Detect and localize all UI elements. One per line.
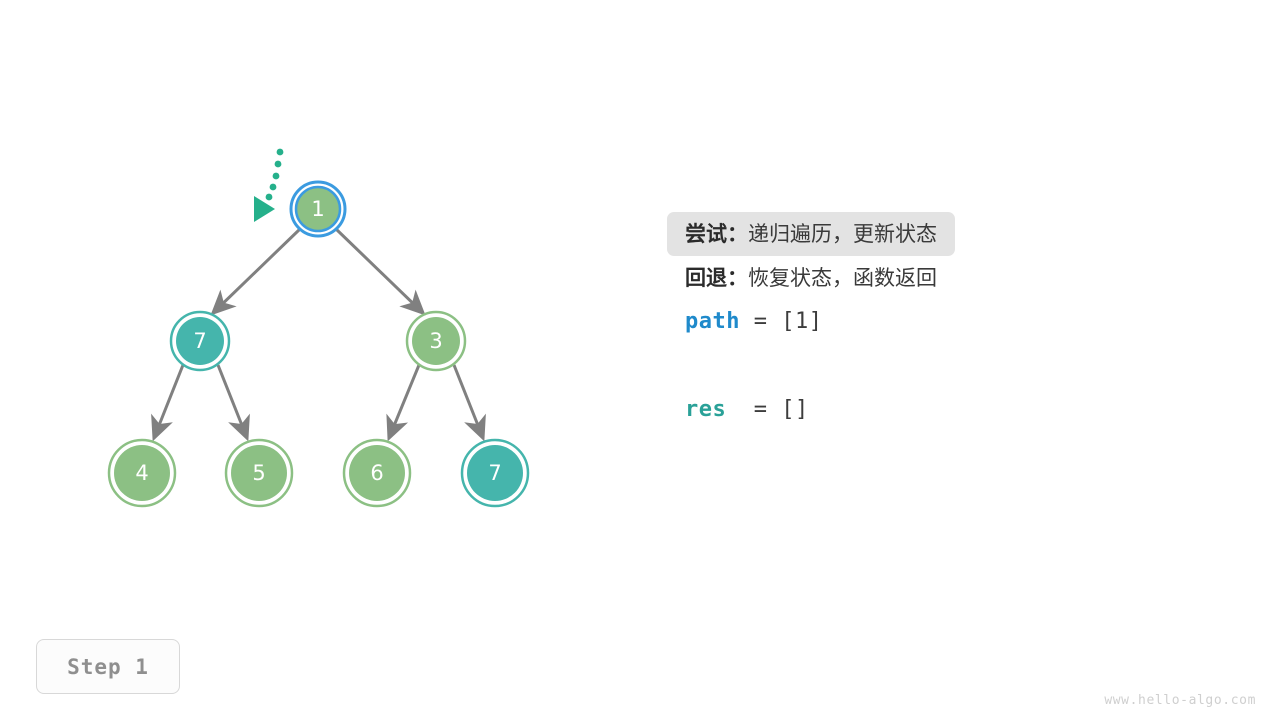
node-circle	[231, 445, 287, 501]
node-ring	[169, 310, 231, 372]
tree-edges	[151, 227, 486, 442]
edge-n3-n7	[452, 364, 486, 442]
backtrack-line: 回退：恢复状态，函数返回	[685, 256, 1245, 300]
edge-n3-n6	[386, 364, 421, 442]
path-value: = [1]	[739, 309, 823, 334]
tree-nodes: 1 7 3 4	[107, 180, 530, 508]
node-value: 4	[135, 461, 148, 485]
node-circle	[114, 445, 170, 501]
node-ring	[405, 310, 467, 372]
node-circle	[294, 185, 342, 233]
try-label: 尝试：	[685, 222, 748, 246]
backtrack-text: 恢复状态，函数返回	[748, 266, 937, 290]
path-state-line: path = [1]	[685, 300, 1245, 344]
node-ring	[107, 438, 177, 508]
node-ring	[224, 438, 294, 508]
tree-node-n5[interactable]: 5	[224, 438, 294, 508]
node-value: 1	[311, 197, 324, 221]
node-circle	[349, 445, 405, 501]
node-value: 6	[370, 461, 383, 485]
current-node-pointer-icon	[254, 148, 284, 222]
path-variable: path	[685, 309, 740, 334]
backtrack-label: 回退：	[685, 266, 748, 290]
node-ring	[460, 438, 530, 508]
watermark: www.hello-algo.com	[1104, 693, 1256, 708]
tree-node-n3[interactable]: 3	[405, 310, 467, 372]
node-value: 7	[488, 461, 501, 485]
res-variable: res	[685, 397, 727, 422]
node-selection-ring	[289, 180, 347, 238]
node-ring	[342, 438, 412, 508]
edge-n1-n2	[210, 227, 302, 316]
tree-node-n6[interactable]: 6	[342, 438, 412, 508]
step-badge: Step 1	[36, 639, 180, 694]
node-circle	[412, 317, 460, 365]
tree-node-n1[interactable]: 1	[289, 180, 347, 238]
tree-node-n2[interactable]: 7	[169, 310, 231, 372]
try-line: 尝试：递归遍历，更新状态	[667, 212, 955, 256]
res-value: = []	[726, 397, 809, 422]
node-circle	[467, 445, 523, 501]
edge-n2-n5	[216, 364, 250, 442]
node-value: 5	[252, 461, 265, 485]
node-circle	[176, 317, 224, 365]
tree-node-n7[interactable]: 7	[460, 438, 530, 508]
panel-spacer	[685, 344, 1245, 388]
node-value: 3	[429, 329, 442, 353]
try-line-wrapper: 尝试：递归遍历，更新状态	[667, 212, 1245, 256]
res-state-line: res = []	[685, 388, 1245, 432]
tree-node-n4[interactable]: 4	[107, 438, 177, 508]
explanation-panel: 尝试：递归遍历，更新状态 回退：恢复状态，函数返回 path = [1] res…	[667, 212, 1245, 432]
binary-tree-graphic: 1 7 3 4	[107, 148, 530, 508]
step-badge-label: Step 1	[67, 654, 149, 679]
node-value: 7	[193, 329, 206, 353]
try-text: 递归遍历，更新状态	[748, 222, 937, 246]
edge-n1-n3	[334, 227, 426, 316]
edge-n2-n4	[151, 364, 185, 442]
